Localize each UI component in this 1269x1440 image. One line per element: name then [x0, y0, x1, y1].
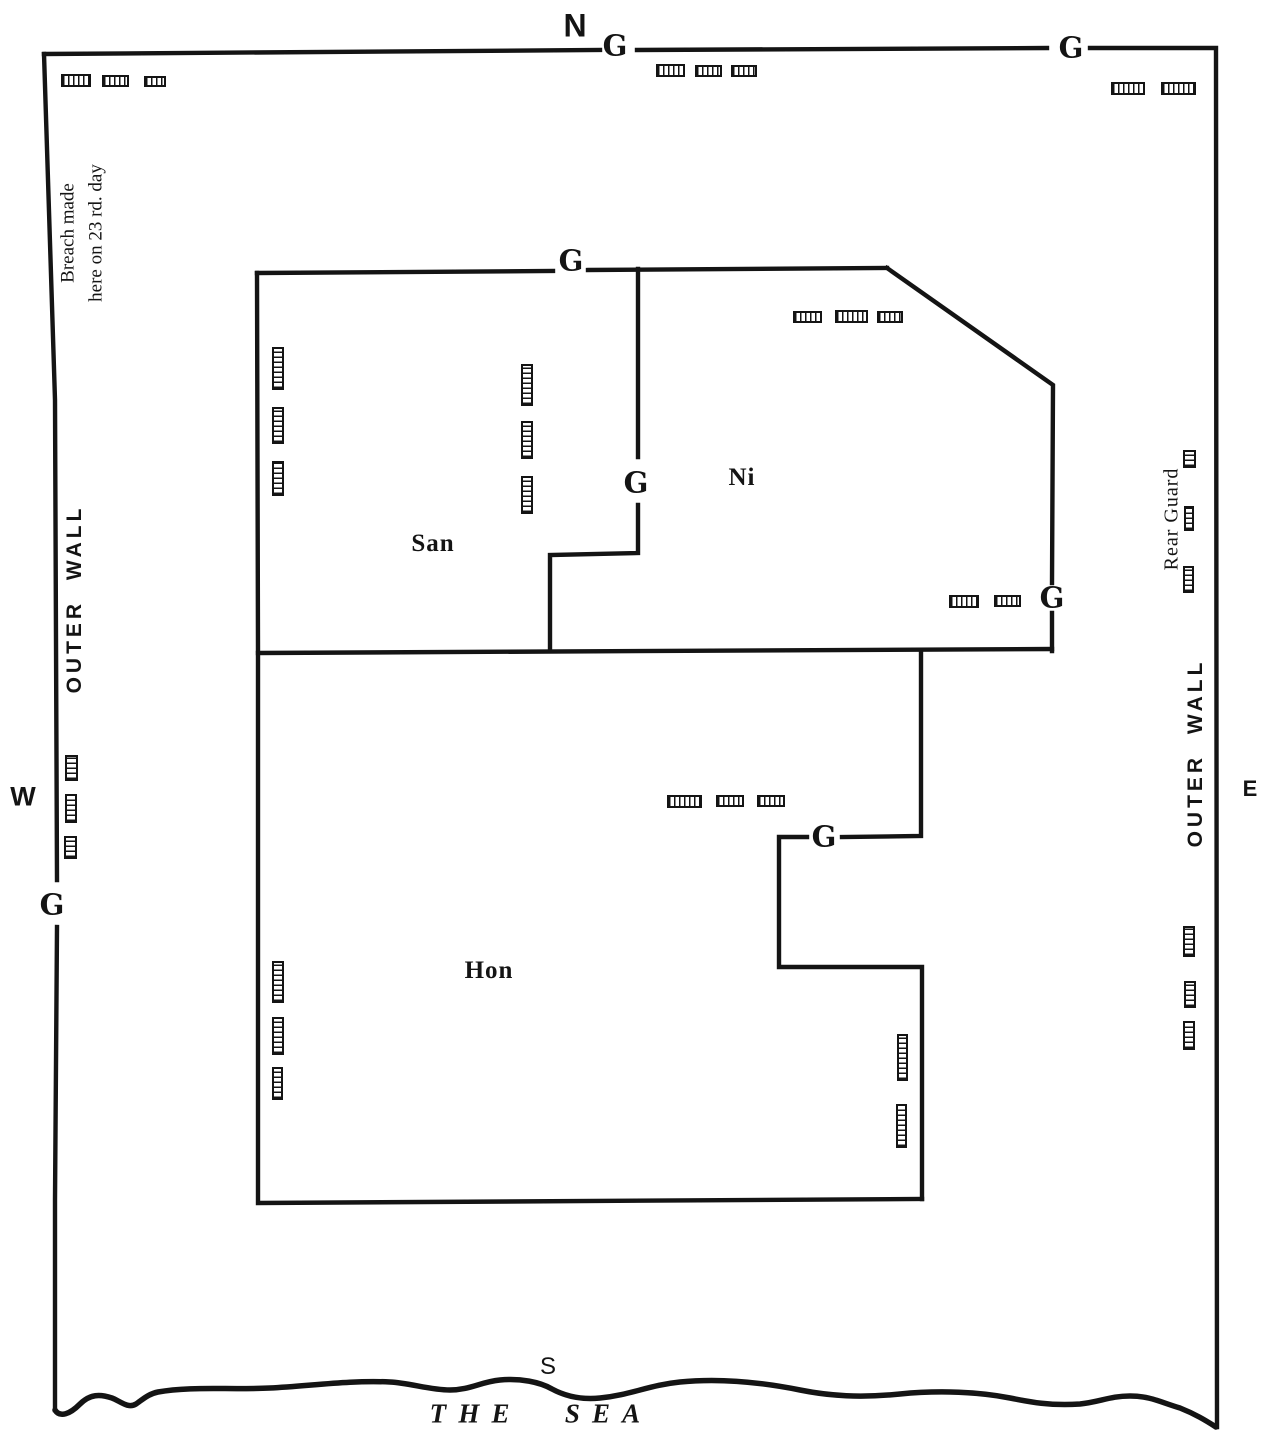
troop-unit — [272, 347, 284, 390]
breach-annotation-line1: Breach made — [57, 183, 79, 283]
wall-ni-diagonal-right — [883, 264, 1056, 586]
gate-label-north-west: G — [602, 28, 628, 63]
troop-unit — [272, 961, 284, 1003]
troop-unit — [1183, 450, 1196, 468]
compass-east-label: E — [1242, 776, 1258, 801]
gate-label-hon-east: G — [811, 819, 837, 854]
troop-unit — [272, 1067, 283, 1100]
wall-san-ni-divider-lower — [547, 502, 641, 654]
troop-unit — [1184, 981, 1196, 1008]
gate-label-san-north: G — [558, 243, 584, 278]
compass-north-label: N — [563, 7, 587, 44]
troop-unit — [65, 755, 78, 781]
wall-inner-top-west — [254, 268, 556, 276]
ni-compound-label: Ni — [728, 464, 756, 491]
troop-unit — [64, 836, 77, 859]
troop-unit — [144, 76, 166, 87]
gate-label-north-east: G — [1058, 30, 1084, 65]
breach-annotation-line2: here on 23 rd. day — [85, 164, 106, 302]
troop-unit — [835, 310, 868, 323]
rear-guard-label: Rear Guard — [1160, 467, 1183, 571]
troop-unit — [656, 64, 685, 77]
troop-unit — [1184, 506, 1194, 531]
troop-unit — [1111, 82, 1145, 95]
troop-unit — [994, 595, 1021, 607]
troop-unit — [521, 476, 533, 514]
troop-unit — [1183, 1021, 1195, 1050]
compass-west-label: W — [10, 781, 36, 812]
troop-unit — [1161, 82, 1196, 95]
sea-title: THE SEA — [429, 1398, 653, 1429]
gate-label-san-ni: G — [623, 465, 649, 500]
troop-unit — [65, 794, 77, 823]
wall-outer-left-upper — [41, 51, 60, 883]
troop-unit — [1183, 566, 1194, 593]
gate-label-ni-east: G — [1039, 580, 1065, 615]
troop-unit — [731, 65, 757, 77]
outer-wall-left-label: OUTER WALL — [63, 504, 86, 694]
troop-unit — [521, 421, 533, 459]
outer-wall-right-label: OUTER WALL — [1184, 658, 1207, 848]
troop-unit — [897, 1034, 908, 1081]
wall-outer-top-west — [41, 47, 603, 57]
troop-unit — [793, 311, 822, 323]
wall-hon-right-upper — [839, 648, 924, 840]
troop-unit — [896, 1104, 907, 1148]
troop-unit — [272, 407, 284, 444]
troop-unit — [695, 65, 722, 77]
troop-unit — [102, 75, 129, 87]
gate-label-west-wall: G — [39, 887, 65, 922]
troop-unit — [521, 364, 533, 406]
troop-unit — [272, 1017, 284, 1055]
troop-unit — [949, 595, 979, 608]
wall-outer-left-lower — [52, 924, 60, 1413]
sea-coastline — [52, 1376, 1219, 1430]
wall-hon-right-lower — [776, 834, 925, 1202]
compass-south-label: S — [539, 1353, 557, 1380]
wall-west-inner-wall-and-hon-bottom — [254, 270, 925, 1206]
breach-annotation: Breach made here on 23 rd. day — [54, 164, 109, 302]
wall-outer-top-east-and-right — [1087, 45, 1220, 1430]
troop-unit — [667, 795, 702, 808]
hon-compound-label: Hon — [464, 957, 514, 984]
san-compound-label: San — [411, 530, 455, 557]
troop-unit — [1183, 926, 1195, 957]
wall-outer-top-mid — [634, 45, 1050, 53]
troop-unit — [757, 795, 785, 807]
troop-unit — [877, 311, 903, 323]
troop-unit — [716, 795, 744, 807]
troop-unit — [61, 74, 91, 87]
troop-unit — [272, 461, 284, 496]
